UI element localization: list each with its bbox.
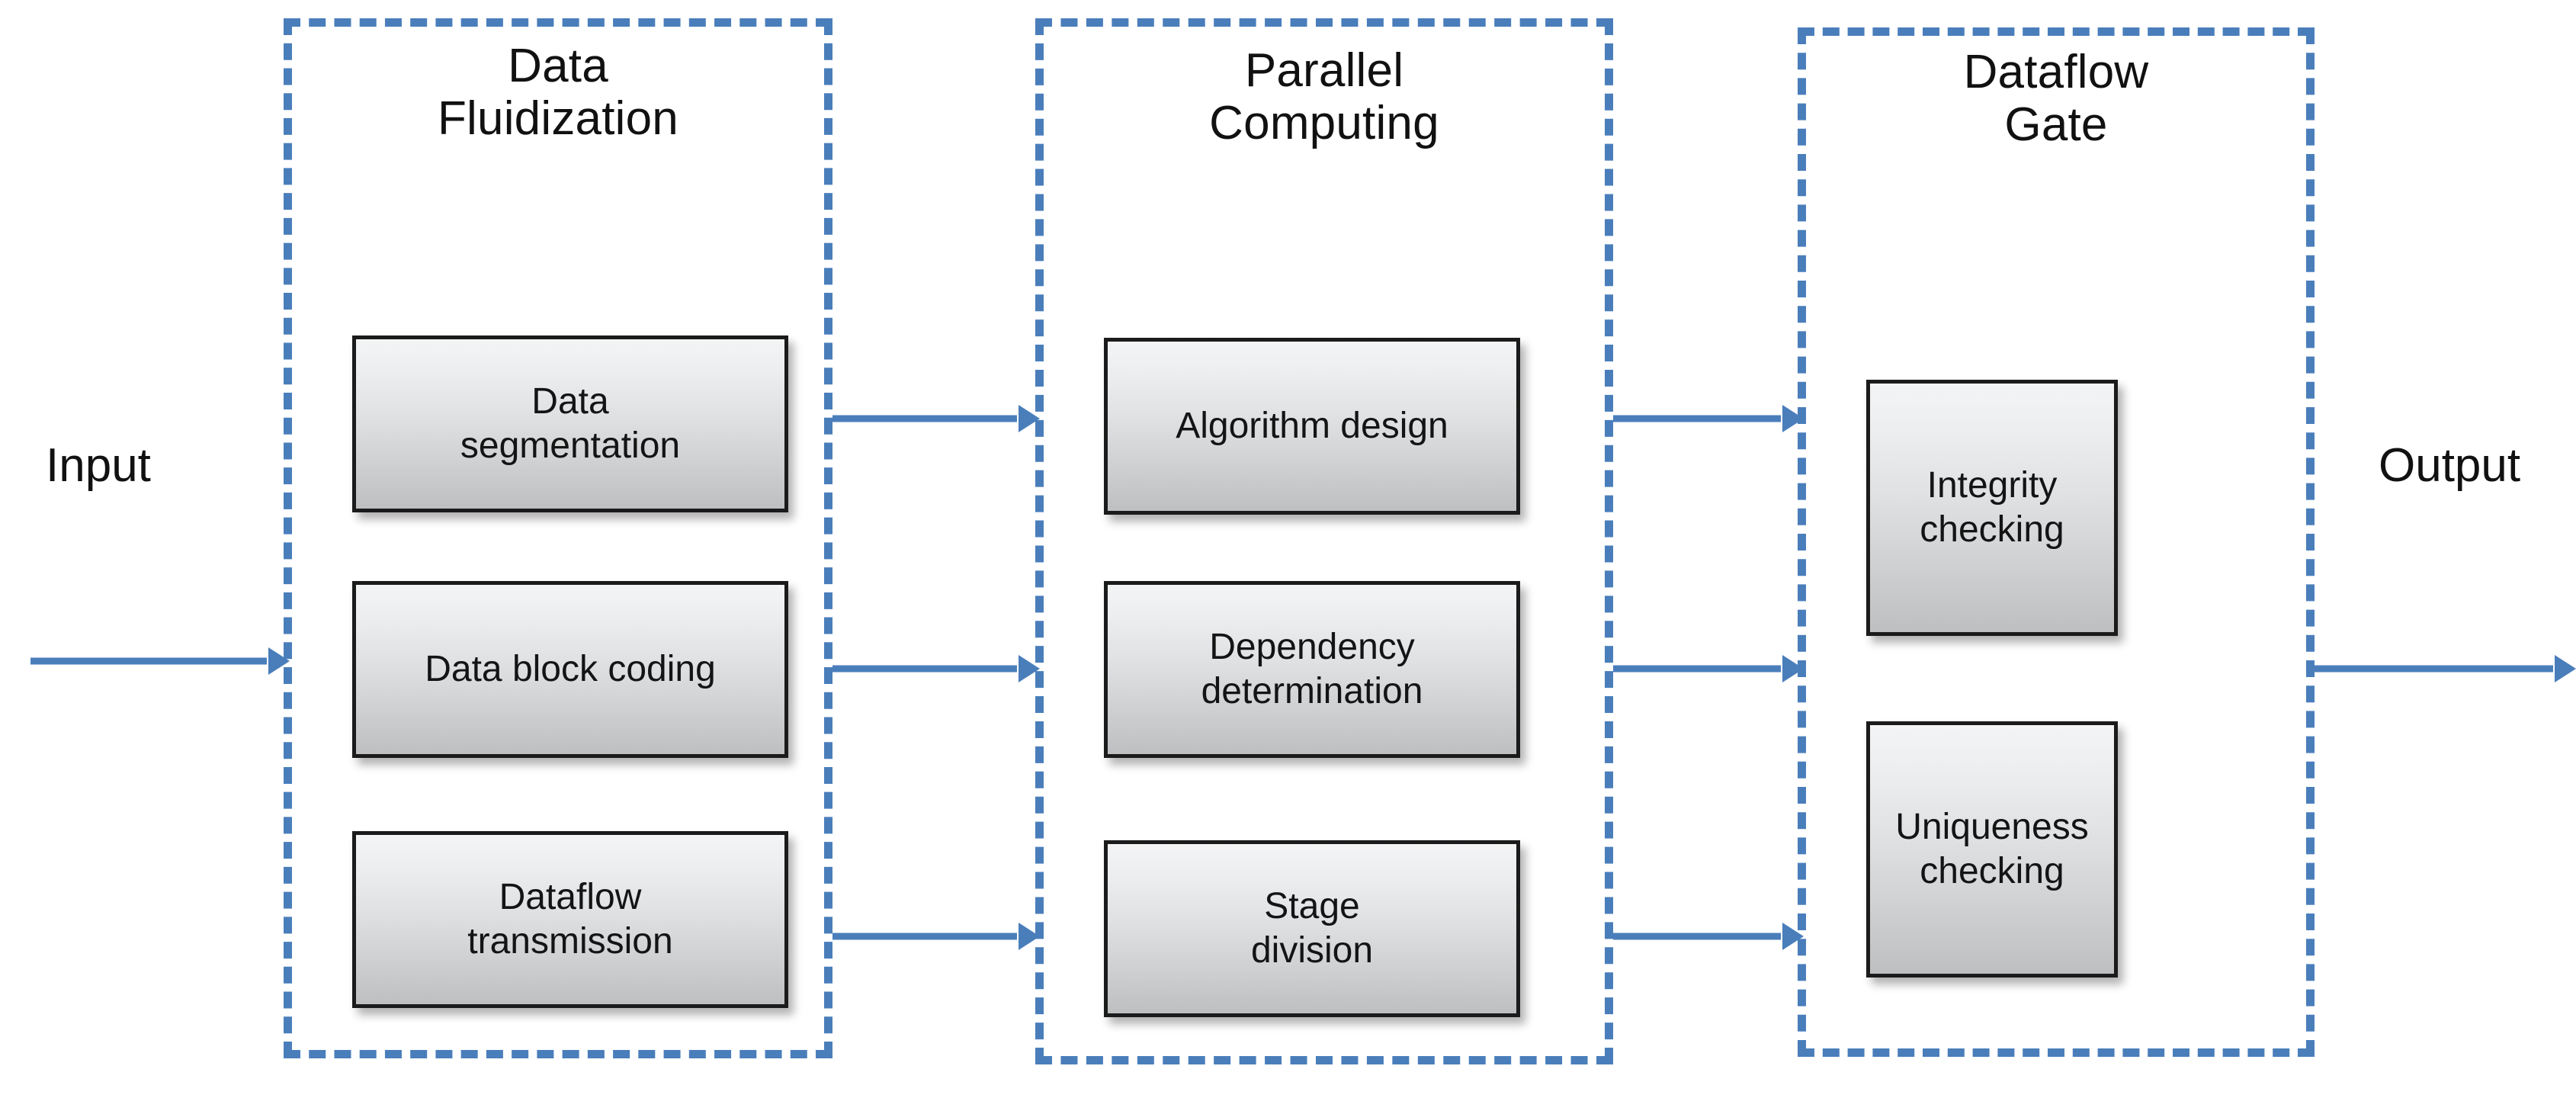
- input-label: Input: [46, 439, 151, 492]
- stage-panel-parallel-computing: [1035, 18, 1613, 1064]
- arrow-stage3-to-output: [2310, 652, 2576, 685]
- process-box-uniqueness-checking[interactable]: Uniqueness checking: [1866, 721, 2118, 978]
- stage-title-dataflow-gate: Dataflow Gate: [1963, 46, 2149, 152]
- arrow-input-to-stage1: [30, 644, 290, 678]
- process-box-label: Stage division: [1250, 886, 1374, 971]
- process-box-dataflow-transmission[interactable]: Dataflow transmission: [352, 831, 788, 1008]
- stage-title-data-fluidization: Data Fluidization: [437, 40, 678, 146]
- process-box-label: Data block coding: [425, 649, 716, 690]
- output-label: Output: [2379, 439, 2521, 492]
- process-box-label: Integrity checking: [1920, 465, 2064, 550]
- arrow-blockcoding-to-dependency: [832, 652, 1040, 685]
- arrow-dependency-to-dataflow-gate: [1613, 652, 1804, 685]
- arrow-segmentation-to-algorithm: [832, 402, 1040, 435]
- arrow-transmission-to-stage-division: [832, 920, 1040, 953]
- process-box-algorithm-design[interactable]: Algorithm design: [1104, 338, 1520, 515]
- process-box-data-segmentation[interactable]: Data segmentation: [352, 336, 788, 512]
- stage-panel-dataflow-gate: [1798, 27, 2315, 1057]
- stage-title-parallel-computing: Parallel Computing: [1209, 44, 1439, 150]
- process-box-label: Algorithm design: [1176, 406, 1448, 447]
- process-box-label: Dataflow transmission: [467, 877, 673, 962]
- process-box-dependency-determination[interactable]: Dependency determination: [1104, 581, 1520, 758]
- stage-panel-data-fluidization: [284, 18, 832, 1058]
- process-box-data-block-coding[interactable]: Data block coding: [352, 581, 788, 758]
- process-box-label: Uniqueness checking: [1895, 807, 2089, 891]
- process-box-label: Data segmentation: [460, 381, 681, 466]
- process-box-label: Dependency determination: [1201, 627, 1423, 711]
- process-box-stage-division[interactable]: Stage division: [1104, 840, 1520, 1017]
- arrow-stage-division-to-dataflow-gate: [1613, 920, 1804, 953]
- process-box-integrity-checking[interactable]: Integrity checking: [1866, 380, 2118, 636]
- arrow-algorithm-to-integrity: [1613, 402, 1804, 435]
